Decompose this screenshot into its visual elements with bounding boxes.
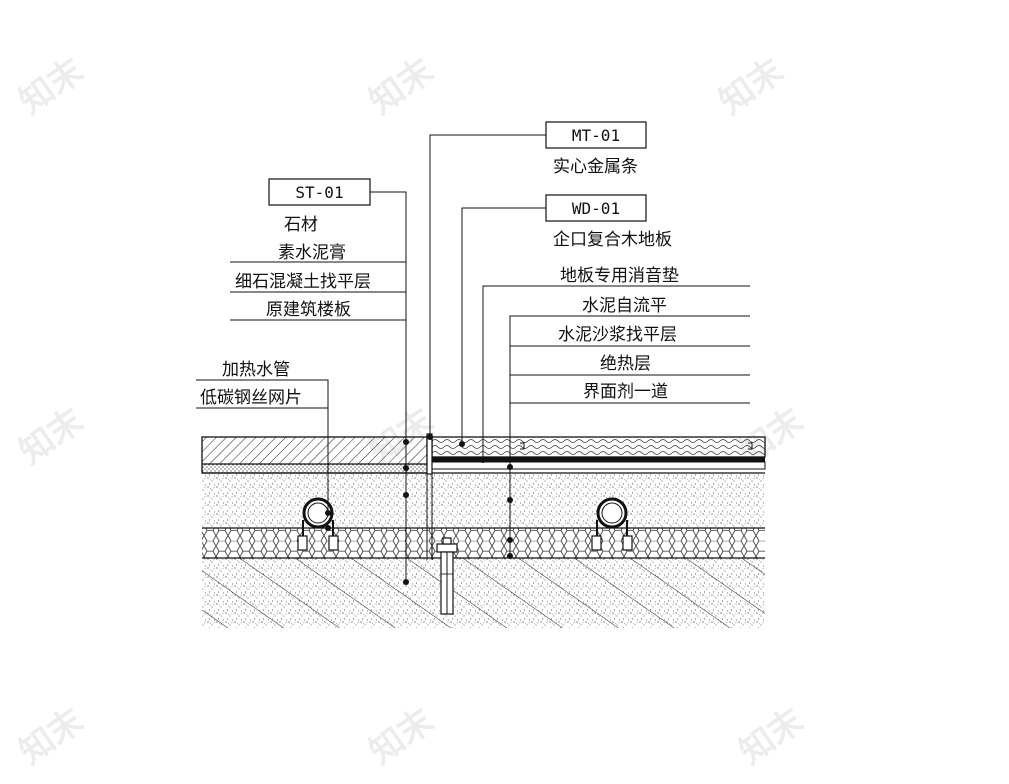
wood-floor-layer (432, 437, 765, 457)
watermark: 知末 (12, 401, 91, 473)
tag-mt-01-text: MT-01 (572, 126, 620, 145)
watermark: 知末 (12, 51, 91, 123)
label-cement-paste: 素水泥膏 (278, 242, 346, 263)
fill-layer (202, 473, 765, 528)
insulation-layer (202, 528, 765, 558)
heating-pipe-right (591, 497, 633, 551)
stone-layer (202, 437, 427, 464)
label-wood-floor: 企口复合木地板 (553, 230, 672, 250)
anchor-bolt (436, 537, 458, 615)
label-stone: 石材 (284, 215, 318, 235)
watermark: 知末 (362, 701, 441, 773)
label-interface: 界面剂一道 (583, 382, 668, 402)
leader-lines (196, 134, 750, 582)
label-metal-strip: 实心金属条 (553, 157, 638, 177)
tag-st-01: ST-01 (268, 178, 371, 206)
leader-dots (325, 434, 513, 585)
underlay-layer (432, 457, 765, 462)
label-insulation: 绝热层 (600, 354, 651, 374)
watermark: 知末 (12, 701, 91, 773)
watermark: 知末 (362, 51, 441, 123)
watermark: 知末 (712, 51, 791, 123)
label-mortar: 水泥沙浆找平层 (558, 325, 677, 345)
floor-section (201, 433, 766, 628)
tag-mt-01: MT-01 (545, 121, 647, 149)
heating-pipe-left (297, 497, 339, 551)
label-heating-pipe: 加热水管 (222, 360, 290, 380)
label-self-level: 水泥自流平 (582, 296, 667, 316)
metal-strip (426, 433, 433, 475)
label-underlay: 地板专用消音垫 (560, 266, 679, 286)
label-fine-concrete: 细石混凝土找平层 (235, 272, 371, 292)
labels: 实心金属条 企口复合木地板 石材 素水泥膏 细石混凝土找平层 原建筑楼板 加热水… (200, 157, 679, 408)
tag-wd-01: WD-01 (545, 194, 647, 222)
tag-st-01-text: ST-01 (295, 183, 343, 202)
watermark: 知末 (732, 701, 811, 773)
tag-wd-01-text: WD-01 (572, 199, 620, 218)
watermarks: 知末 知末 知末 知末 知末 知末 知末 知末 知末 (12, 51, 811, 773)
label-slab: 原建筑楼板 (266, 300, 351, 320)
cement-paste-layer (202, 464, 427, 473)
label-wire-mesh: 低碳钢丝网片 (200, 388, 302, 408)
